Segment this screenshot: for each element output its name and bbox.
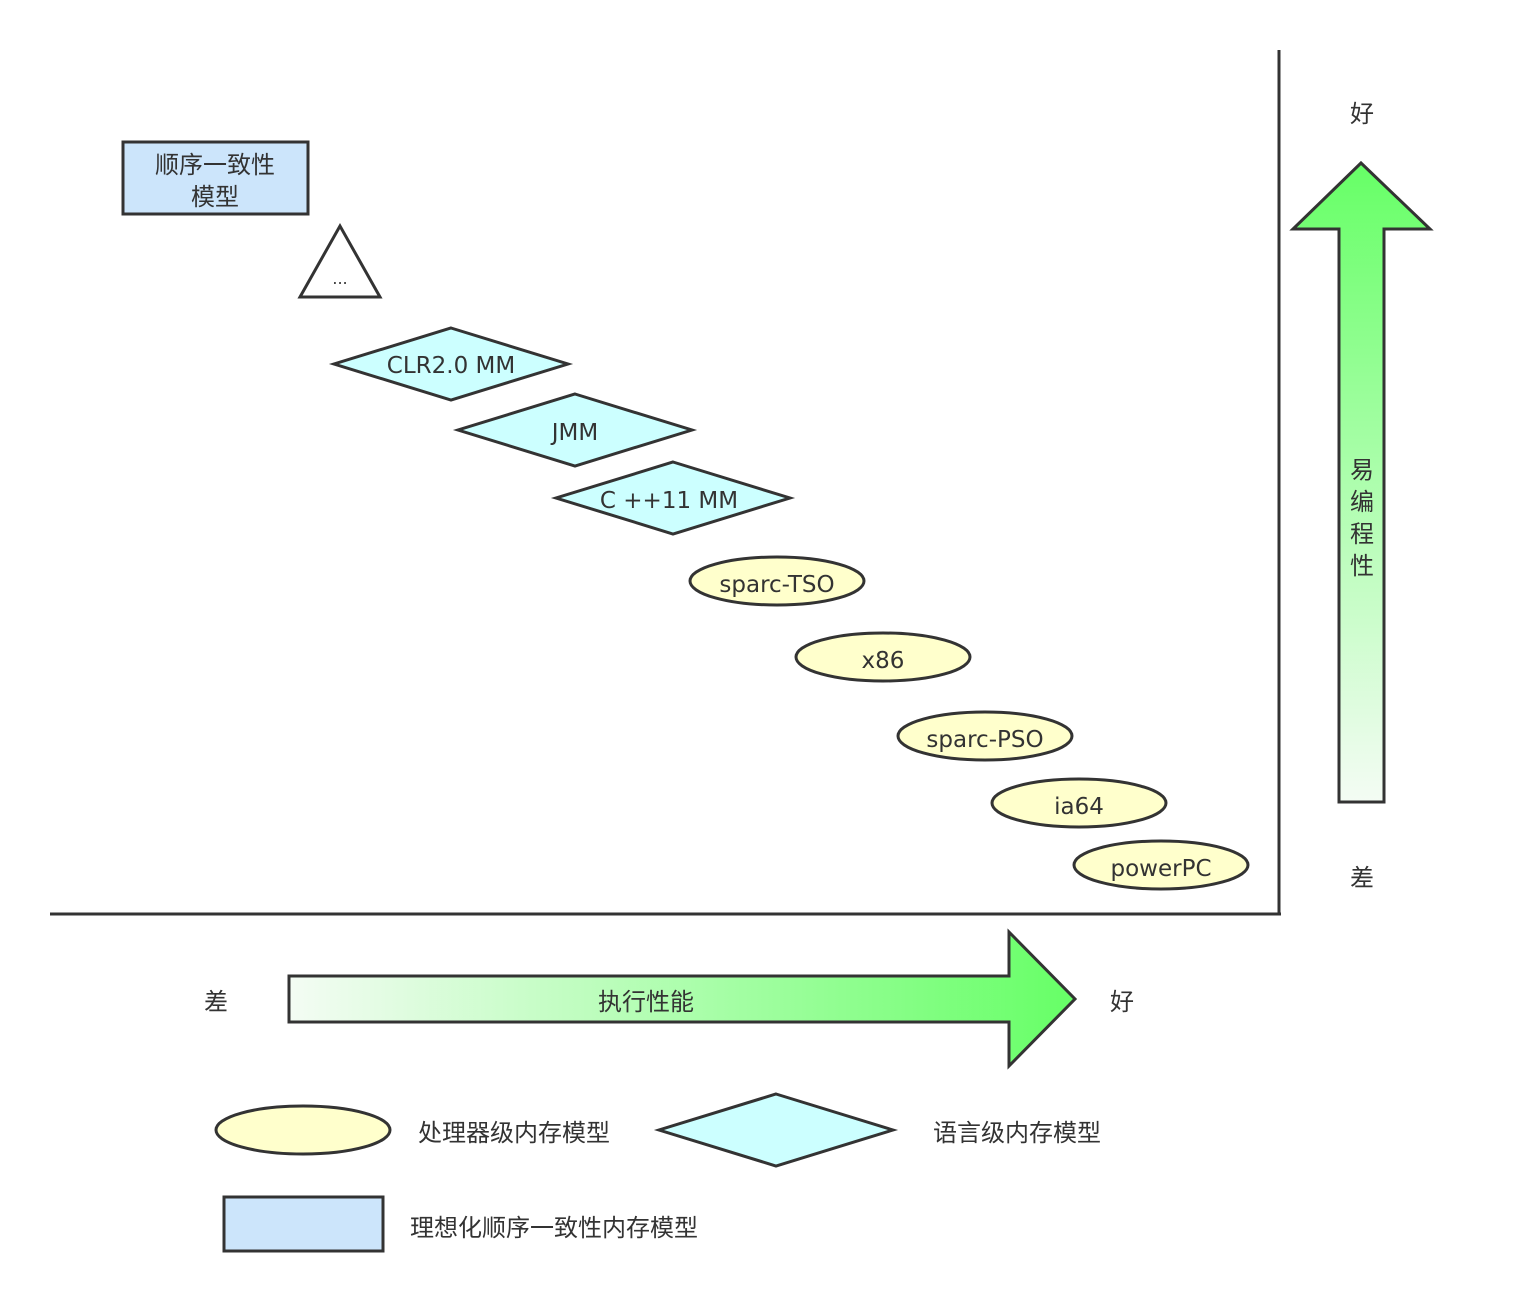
legend-processor-label: 处理器级内存模型 bbox=[418, 1119, 610, 1147]
processor-model-label: powerPC bbox=[1110, 856, 1211, 882]
language-model-cpp11: C ++11 MM bbox=[550, 460, 796, 536]
language-model-label: C ++11 MM bbox=[600, 488, 738, 514]
ideal-model-box: 顺序一致性 模型 bbox=[121, 140, 310, 216]
legend-ideal-item: 理想化顺序一致性内存模型 bbox=[222, 1195, 698, 1253]
processor-model-powerpc: powerPC bbox=[1072, 839, 1250, 891]
ideal-model-label-line2: 模型 bbox=[191, 183, 239, 211]
processor-model-label: ia64 bbox=[1054, 794, 1104, 820]
processor-model-x86: x86 bbox=[794, 631, 972, 683]
processor-model-sparc-tso: sparc-TSO bbox=[688, 555, 866, 607]
performance-label: 执行性能 bbox=[598, 988, 694, 1016]
ideal-model-label-line1: 顺序一致性 bbox=[155, 151, 275, 179]
legend-ideal-label: 理想化顺序一致性内存模型 bbox=[410, 1214, 698, 1242]
legend-ellipse-swatch bbox=[214, 1104, 392, 1156]
programmability-arrow: 易 编 程 性 bbox=[1289, 160, 1434, 804]
performance-arrow: 执行性能 bbox=[287, 928, 1078, 1070]
programmability-good-label: 好 bbox=[1350, 100, 1374, 128]
programmability-label-char: 编 bbox=[1350, 488, 1374, 516]
legend: 处理器级内存模型 语言级内存模型 理想化顺序一致性内存模型 bbox=[214, 1092, 1101, 1253]
programmability-label-char: 易 bbox=[1350, 456, 1374, 484]
legend-language-label: 语言级内存模型 bbox=[933, 1119, 1101, 1147]
language-model-label: CLR2.0 MM bbox=[387, 353, 515, 379]
legend-language-item: 语言级内存模型 bbox=[653, 1092, 1101, 1168]
legend-processor-item: 处理器级内存模型 bbox=[214, 1104, 610, 1156]
legend-diamond-swatch bbox=[653, 1092, 899, 1168]
ellipsis-triangle: ... bbox=[297, 222, 383, 299]
legend-rect-swatch bbox=[222, 1195, 385, 1253]
processor-model-ia64: ia64 bbox=[990, 777, 1168, 829]
processor-model-label: x86 bbox=[862, 648, 905, 674]
performance-good-label: 好 bbox=[1110, 988, 1134, 1016]
language-model-label: JMM bbox=[550, 420, 598, 446]
processor-model-label: sparc-PSO bbox=[926, 727, 1043, 753]
language-model-clr: CLR2.0 MM bbox=[328, 326, 574, 402]
language-model-jmm: JMM bbox=[452, 392, 698, 468]
ellipsis-label: ... bbox=[332, 269, 347, 288]
programmability-label-char: 程 bbox=[1350, 520, 1374, 548]
processor-model-label: sparc-TSO bbox=[719, 572, 834, 598]
performance-poor-label: 差 bbox=[204, 988, 228, 1016]
programmability-label-char: 性 bbox=[1350, 552, 1374, 580]
processor-model-sparc-pso: sparc-PSO bbox=[896, 710, 1074, 762]
programmability-poor-label: 差 bbox=[1350, 864, 1374, 892]
